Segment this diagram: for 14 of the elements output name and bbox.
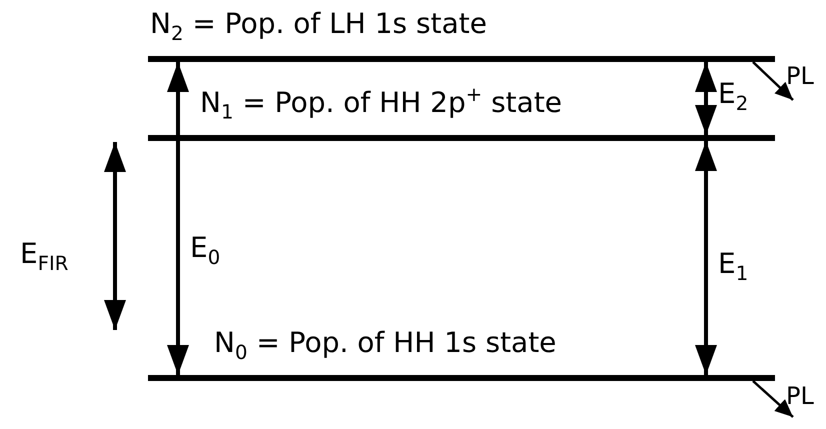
arrow: [167, 62, 189, 375]
level-label: N$_{0}$ = Pop. of HH 1s state: [214, 327, 556, 366]
edge-label: PL: [786, 61, 814, 92]
edge-label: E$_{2}$: [718, 78, 748, 117]
edge-label: E$_{1}$: [718, 248, 748, 287]
arrow: [752, 61, 794, 101]
arrow: [752, 380, 794, 418]
arrow: [695, 141, 717, 375]
level-label: N$_{1}$ = Pop. of HH 2p$^{+}$ state: [200, 82, 562, 126]
edge-label: E$_{0}$: [190, 232, 220, 271]
energy-label: E$_{FIR}$: [20, 238, 68, 277]
level-label: N$_{2}$ = Pop. of LH 1s state: [150, 8, 487, 47]
edge-label: PL: [786, 381, 814, 412]
arrow: [695, 62, 717, 135]
